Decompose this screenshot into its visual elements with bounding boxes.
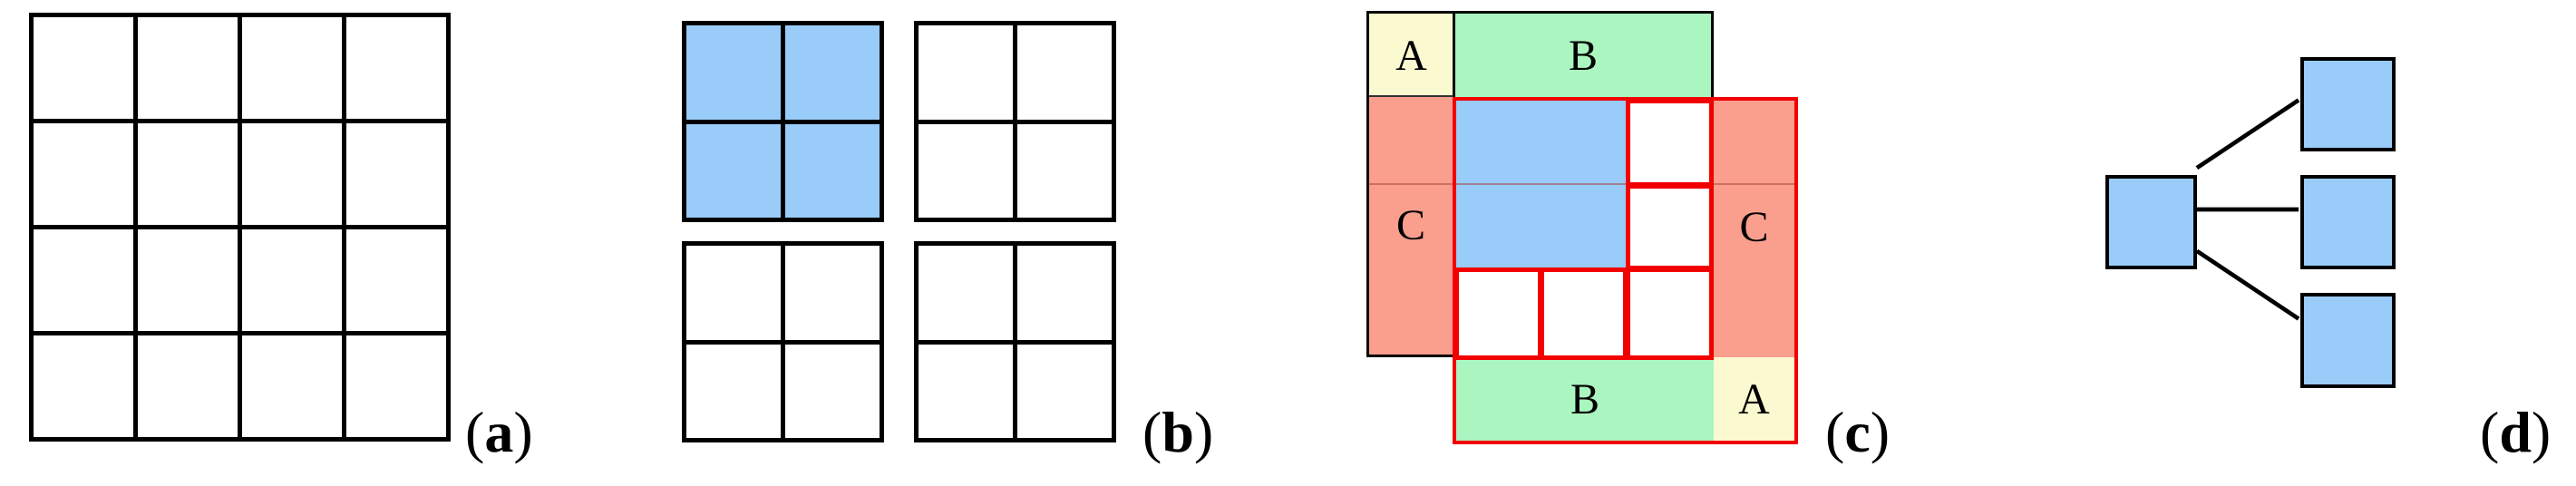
grid-cell xyxy=(686,344,781,438)
grid-cell xyxy=(1017,123,1112,218)
panel-label-b-open: ( xyxy=(1142,400,1162,464)
panel-label-d-close: ) xyxy=(2531,400,2552,464)
panel-label-d-letter: d xyxy=(2499,400,2532,464)
panel-c-thin-divider-right xyxy=(1714,183,1794,185)
grid-cell xyxy=(34,335,133,437)
grid-cell xyxy=(34,17,133,119)
grid-cell xyxy=(686,25,781,120)
panel-label-c-letter: c xyxy=(1844,400,1871,464)
grid-cell xyxy=(785,123,880,218)
panel-c-letter-a-bottom: A xyxy=(1738,374,1770,423)
grid-cell xyxy=(346,123,446,225)
grid-cell xyxy=(34,123,133,225)
panel-c-thin-divider-left xyxy=(1369,183,1453,185)
grid-cell xyxy=(1017,25,1112,120)
panel-d-root-node xyxy=(2105,175,2197,269)
panel-d-child-node-top xyxy=(2300,57,2396,151)
panel-b-grid-top-right xyxy=(914,21,1116,222)
panel-a-grid xyxy=(29,13,451,442)
grid-cell xyxy=(138,229,238,331)
grid-cell xyxy=(242,335,342,437)
panel-c-region-a-bottom xyxy=(1714,357,1794,441)
grid-cell xyxy=(919,123,1013,218)
grid-cell xyxy=(242,229,342,331)
grid-cell xyxy=(1017,344,1112,438)
grid-cell xyxy=(785,246,880,340)
panel-label-a: (a) xyxy=(465,397,533,468)
panel-c-free-cell-4 xyxy=(1540,267,1628,360)
panel-b-grid-top-left xyxy=(682,21,884,222)
panel-label-a-close: ) xyxy=(513,400,533,464)
grid-cell xyxy=(919,246,1013,340)
panel-c-region-a-top xyxy=(1369,14,1453,97)
panel-d-child-node-middle xyxy=(2300,175,2396,269)
panel-label-a-letter: a xyxy=(484,400,514,464)
panel-c-region-b-bottom xyxy=(1456,357,1714,441)
panel-c-letter-b-bottom: B xyxy=(1570,374,1599,423)
panel-c-letter-c-left: C xyxy=(1395,200,1425,249)
grid-cell xyxy=(1017,246,1112,340)
grid-cell xyxy=(34,229,133,331)
panel-label-d: (d) xyxy=(2480,397,2551,468)
grid-cell xyxy=(346,229,446,331)
panel-label-b-close: ) xyxy=(1193,400,1214,464)
grid-cell xyxy=(346,17,446,119)
panel-c-letter-b-top: B xyxy=(1568,31,1598,80)
panel-label-c-open: ( xyxy=(1825,400,1845,464)
grid-cell xyxy=(686,123,781,218)
panel-label-b: (b) xyxy=(1142,397,1213,468)
panel-c-region-c-right xyxy=(1714,101,1794,357)
grid-cell xyxy=(138,335,238,437)
panel-d-child-node-bottom xyxy=(2300,293,2396,388)
panel-label-d-open: ( xyxy=(2480,400,2500,464)
panel-c-ab-divider xyxy=(1453,14,1455,97)
panel-label-c: (c) xyxy=(1825,397,1890,468)
panel-label-c-close: ) xyxy=(1870,400,1891,464)
grid-cell xyxy=(138,123,238,225)
panel-label-b-letter: b xyxy=(1162,400,1194,464)
panel-c-letter-c-right: C xyxy=(1739,202,1769,251)
panel-c-region-c-left xyxy=(1369,97,1453,355)
panel-d-connector-lines xyxy=(2195,98,2300,321)
panel-c-free-cell-3 xyxy=(1454,267,1542,360)
panel-label-a-open: ( xyxy=(465,400,485,464)
grid-cell xyxy=(785,344,880,438)
panel-c-free-cell-2 xyxy=(1626,184,1714,270)
grid-cell xyxy=(242,123,342,225)
grid-cell xyxy=(138,17,238,119)
panel-c-letter-a-top: A xyxy=(1395,31,1427,80)
grid-cell xyxy=(919,25,1013,120)
panel-c-free-cell-1 xyxy=(1626,99,1714,187)
grid-cell xyxy=(919,344,1013,438)
panel-c-ac-divider xyxy=(1369,95,1453,97)
panel-c-blue-block xyxy=(1456,101,1626,270)
grid-cell xyxy=(346,335,446,437)
panel-b-grid-bottom-left xyxy=(682,241,884,442)
grid-cell xyxy=(785,25,880,120)
grid-cell xyxy=(686,246,781,340)
grid-cell xyxy=(242,17,342,119)
panel-c-region-b-top xyxy=(1455,14,1711,97)
panel-b-grid-bottom-right xyxy=(914,241,1116,442)
panel-c-free-cell-5 xyxy=(1626,267,1714,360)
panel-c-thin-divider-mid xyxy=(1456,183,1626,185)
